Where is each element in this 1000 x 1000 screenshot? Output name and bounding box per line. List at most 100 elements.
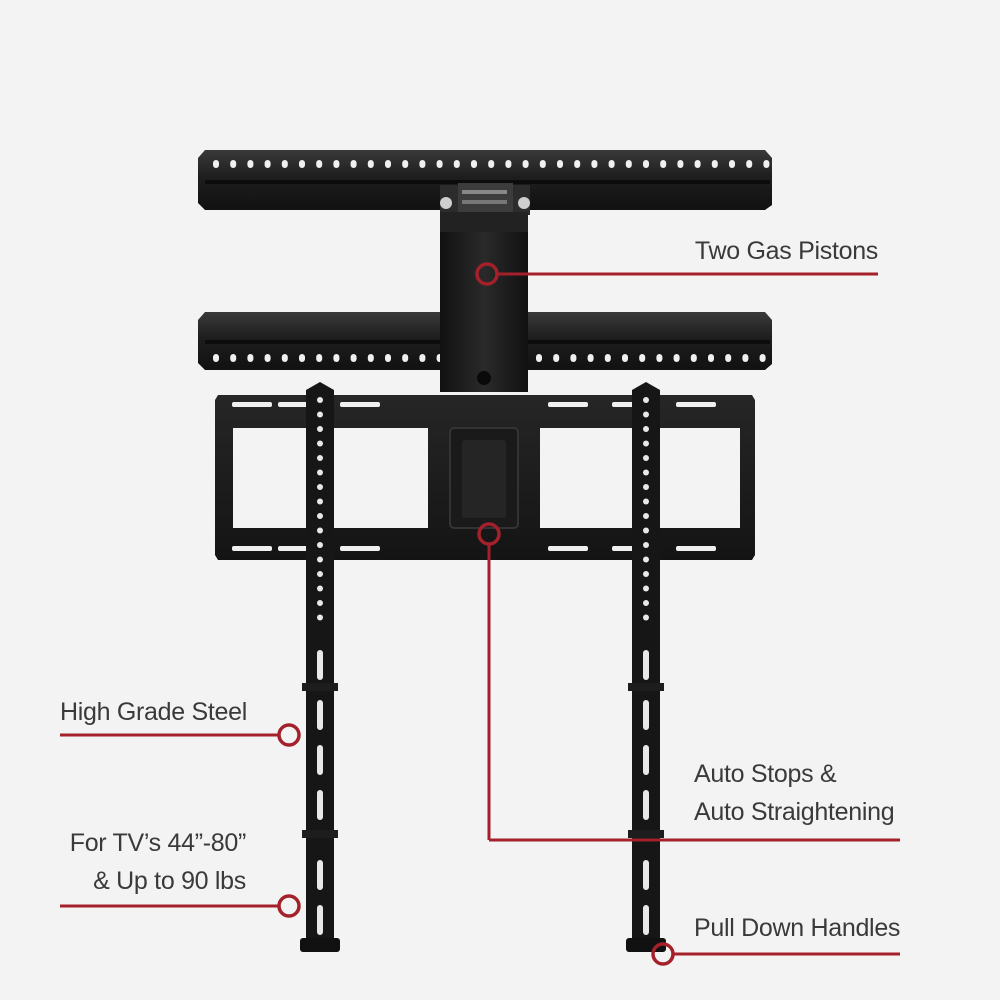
rail-hole [694, 160, 701, 168]
arm-hole [317, 469, 323, 476]
arm-slot [643, 700, 649, 730]
arm-hole [317, 600, 323, 606]
label-tv-size-line-2: & Up to 90 lbs [93, 867, 246, 895]
arm-slot [643, 905, 649, 935]
arm-hole [317, 440, 323, 447]
arm-slot [643, 745, 649, 775]
label-auto-stops-line-1: Auto Stops & [694, 760, 837, 788]
rail-hole [230, 354, 237, 362]
rail-hole [690, 354, 697, 362]
arm-slot [317, 790, 323, 820]
rail-hole [759, 354, 766, 362]
arm-hole [317, 411, 323, 418]
rail-hole [247, 160, 254, 168]
arm-hole [317, 455, 323, 461]
label-auto-stops: Auto Stops & Auto Straightening [694, 755, 895, 831]
rail-hole [281, 160, 288, 168]
rail-hole [488, 160, 495, 168]
rail-hole [746, 160, 753, 168]
rail-hole [333, 354, 340, 362]
arm-hole [317, 571, 323, 577]
arm-hole [643, 571, 649, 577]
rail-hole [536, 354, 542, 362]
rail-hole [316, 354, 323, 362]
rail-hole [385, 354, 391, 362]
rail-hole [350, 160, 357, 168]
label-pull-down-handles: Pull Down Handles [694, 909, 900, 947]
rail-hole [213, 160, 219, 168]
rail-hole [729, 160, 735, 168]
plate-slot [232, 402, 272, 407]
rail-hole [587, 354, 594, 362]
arm-hole [643, 600, 649, 606]
arm-hole [317, 542, 323, 548]
rail-hole [281, 354, 288, 362]
tv-mounting-plate [215, 395, 755, 560]
rail-hole [453, 160, 460, 168]
gas-piston-arm [440, 212, 528, 392]
rail-hole [591, 160, 598, 168]
rail-hole [522, 160, 529, 168]
label-tv-size-line-1: For TV’s 44”-80” [69, 829, 247, 857]
arm-slot [643, 860, 649, 890]
arm-hole [643, 469, 649, 476]
plate-slot [232, 546, 272, 551]
rail-hole [367, 160, 374, 168]
arm-hole [643, 426, 649, 432]
arm-slot [317, 860, 323, 890]
arm-hole [643, 556, 649, 563]
arm-slot [643, 650, 649, 680]
rail-hole [553, 354, 560, 362]
callout-handles-leader [651, 942, 900, 966]
arm-slot [317, 905, 323, 935]
callout-auto-stops-leader [477, 522, 900, 842]
callout-gas-pistons-leader [475, 262, 878, 286]
rail-hole [622, 354, 628, 362]
label-pull-down-handles-line: Pull Down Handles [694, 914, 901, 942]
arm-slot [317, 650, 323, 680]
plate-slot [340, 402, 380, 407]
rail-hole [299, 160, 305, 168]
rail-hole [402, 354, 409, 362]
arm-hole [317, 484, 323, 490]
rail-hole [539, 160, 546, 168]
rail-hole [299, 354, 305, 362]
plate-slot [548, 402, 588, 407]
arm-hole [317, 614, 323, 621]
rail-hole [660, 160, 667, 168]
rail-hole [419, 354, 426, 362]
rail-hole [557, 160, 563, 168]
rail-hole [604, 354, 611, 362]
rail-hole [625, 160, 632, 168]
arm-slot [643, 790, 649, 820]
arm-hole [317, 556, 323, 563]
plate-slot [676, 402, 716, 407]
arm-hole [643, 440, 649, 447]
rail-hole [711, 160, 718, 168]
callout-tv-size-leader [60, 894, 301, 918]
rail-hole [574, 160, 581, 168]
rail-hole [402, 160, 409, 168]
arm-hole [317, 513, 323, 519]
rail-hole [505, 160, 512, 168]
rail-hole [264, 354, 271, 362]
rail-hole [763, 160, 770, 168]
label-gas-pistons: Two Gas Pistons [695, 232, 878, 270]
arm-hole [317, 498, 323, 505]
arm-hole [317, 527, 323, 534]
label-gas-pistons-line: Two Gas Pistons [694, 237, 878, 265]
rail-hole [656, 354, 663, 362]
rail-hole [385, 160, 391, 168]
rail-hole [436, 160, 443, 168]
arm-hole [643, 498, 649, 505]
arm-hole [643, 542, 649, 548]
rail-hole [708, 354, 714, 362]
label-auto-stops-line-2: Auto Straightening [694, 798, 895, 826]
rail-hole [316, 160, 323, 168]
arm-hole [643, 513, 649, 519]
rail-hole [643, 160, 649, 168]
rail-hole [247, 354, 254, 362]
rail-hole [673, 354, 680, 362]
arm-hole [317, 426, 323, 432]
arm-hole [643, 397, 649, 403]
